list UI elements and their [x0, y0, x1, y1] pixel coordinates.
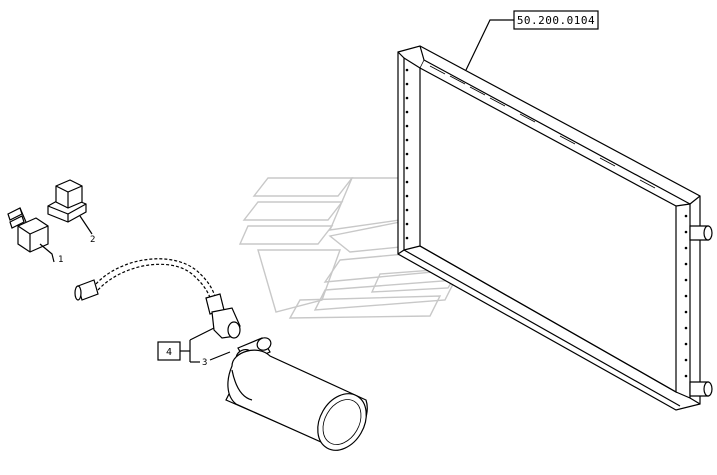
pressure-switch-cable	[74, 258, 241, 339]
part-2-relay: 2	[47, 179, 95, 245]
reference-callout: 50.200.0104	[465, 10, 599, 71]
top-band-hatch	[429, 65, 656, 189]
callout-1: 1	[58, 255, 63, 265]
fitting-bottom	[689, 381, 713, 397]
reference-number: 50.200.0104	[517, 14, 595, 27]
callout-4: 4	[166, 347, 172, 358]
receiver-drier	[225, 337, 368, 451]
rivet-row-left	[405, 68, 409, 240]
callout-2: 2	[90, 235, 95, 245]
part-1-connector: 1	[7, 207, 63, 265]
rivet-row-right	[684, 214, 688, 378]
condenser-radiator	[397, 45, 713, 411]
fitting-top	[689, 225, 713, 241]
callout-3: 3	[202, 358, 207, 368]
part-3-4-callout: 4 3	[157, 327, 231, 368]
